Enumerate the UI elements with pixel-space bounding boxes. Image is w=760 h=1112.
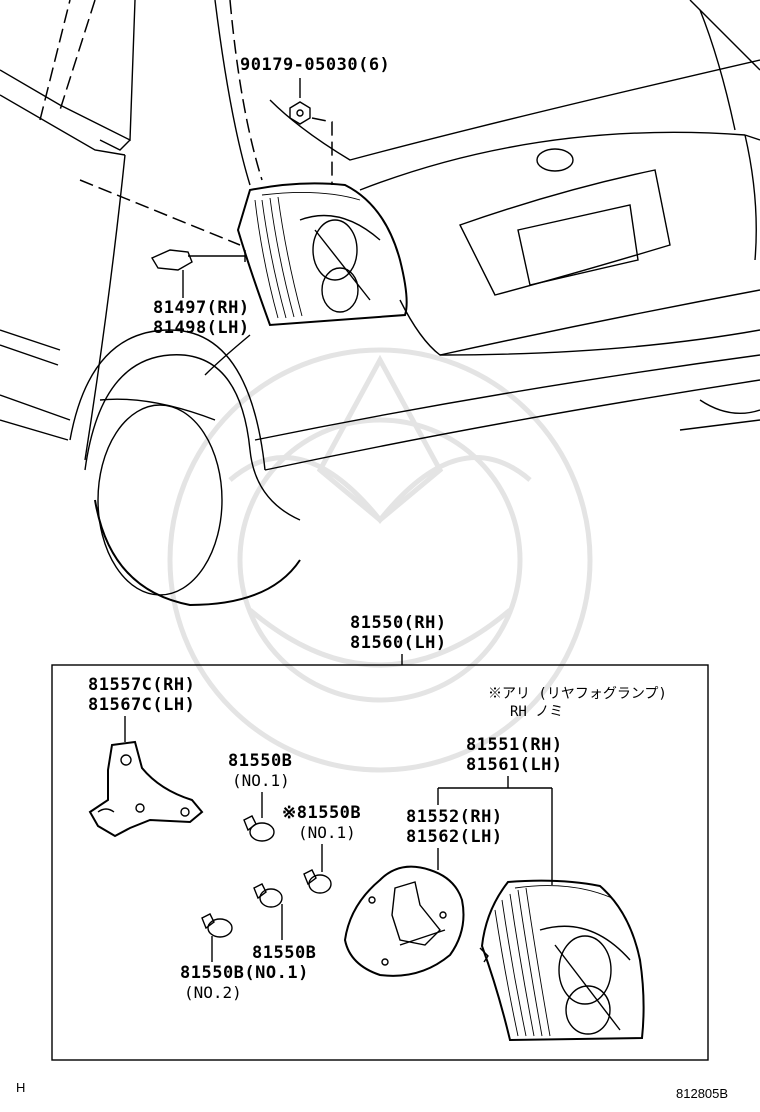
bulb-a-no: (NO.1) <box>232 771 290 790</box>
bulb-c-label: 81550B <box>252 943 316 963</box>
bracket-rh-label: 81557C(RH) <box>88 675 195 695</box>
lens-rh-label: 81551(RH) <box>466 735 563 755</box>
bolt-label: 90179-05030(6) <box>240 55 390 75</box>
gasket-part <box>343 865 465 977</box>
bulb-c-part <box>253 883 283 908</box>
installed-tail-lamp <box>236 182 408 327</box>
lens-part <box>479 879 645 1042</box>
bulb-a-part <box>243 815 275 842</box>
leader-socket <box>204 334 251 376</box>
lens-leader <box>437 776 553 885</box>
gasket-rh-label: 81552(RH) <box>406 807 503 827</box>
lens-lh-label: 81561(LH) <box>466 755 563 775</box>
note-line2: RH ノミ <box>510 704 563 720</box>
bulb-d-label: 81550B(NO.1) <box>180 963 309 983</box>
assy-lh-label: 81560(LH) <box>350 633 447 653</box>
assembly-frame <box>51 664 709 1061</box>
bracket-part <box>88 740 204 838</box>
bulb-b-no: (NO.1) <box>298 823 356 842</box>
assy-rh-label: 81550(RH) <box>350 613 447 633</box>
socket-part <box>79 179 246 298</box>
bulb-a-label: 81550B <box>228 751 292 771</box>
watermark-logo <box>167 347 593 773</box>
note-line1: ※アリ (リヤフォグランプ) <box>488 686 667 702</box>
bracket-lh-label: 81567C(LH) <box>88 695 195 715</box>
socket-rh-label: 81497(RH) <box>153 298 250 318</box>
footer-code: 812805B <box>676 1086 728 1101</box>
bulb-b-label: ※81550B <box>282 803 361 823</box>
bolt-part <box>289 78 333 185</box>
vehicle-illustration <box>0 0 760 607</box>
bulb-d-part <box>201 913 233 938</box>
bulb-b-part <box>303 869 332 894</box>
socket-lh-label: 81498(LH) <box>153 318 250 338</box>
gasket-lh-label: 81562(LH) <box>406 827 503 847</box>
bulb-d-no: (NO.2) <box>184 983 242 1002</box>
footer-left: H <box>16 1080 25 1095</box>
